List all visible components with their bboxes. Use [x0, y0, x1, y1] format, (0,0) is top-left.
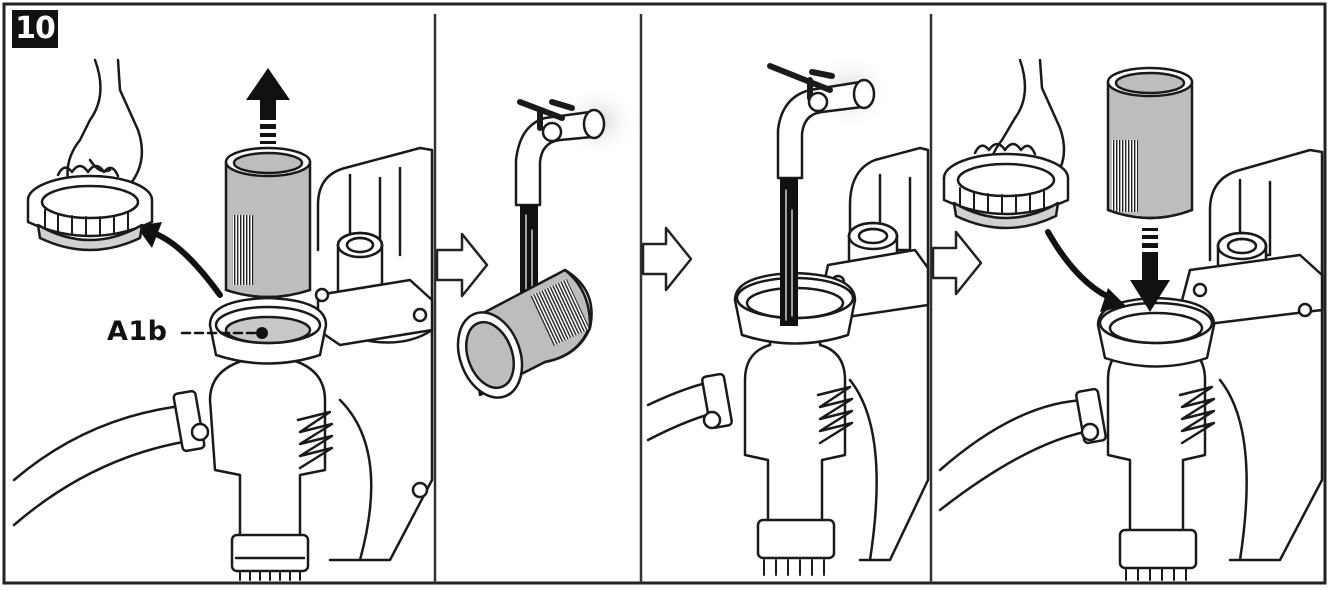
next-step-arrow-1 [435, 232, 489, 298]
pump-body [314, 146, 434, 562]
filter-housing [208, 296, 334, 581]
panel-4-reinsert [938, 58, 1324, 581]
tap [514, 99, 606, 207]
insert-arrow [1130, 228, 1170, 312]
hand-with-cap [26, 58, 154, 252]
filter-cartridge-4 [1106, 66, 1194, 220]
hand-with-cap-4 [942, 58, 1070, 230]
hose-4 [938, 387, 1107, 512]
step-number-badge: 10 [12, 10, 58, 48]
tap-3 [767, 63, 876, 180]
water-stream-3 [780, 178, 798, 326]
filter-housing-4 [1096, 296, 1216, 581]
hose [12, 389, 210, 527]
panel-1-remove [12, 58, 434, 581]
part-callout-label: A1b [107, 316, 168, 347]
water-stream [520, 205, 538, 305]
panel-2-rinse-filter [456, 86, 638, 399]
lift-arrow [246, 68, 290, 144]
hose-3 [646, 372, 733, 442]
panel-dividers [433, 14, 933, 583]
pump-body-4 [1178, 148, 1324, 562]
next-step-arrow-3 [931, 230, 983, 296]
filter-cartridge [224, 146, 312, 299]
filter-cartridge-rinse [456, 268, 593, 399]
panel-3-rinse-housing [646, 54, 930, 576]
next-step-arrow-2 [641, 226, 693, 292]
callout-dot [256, 327, 268, 339]
